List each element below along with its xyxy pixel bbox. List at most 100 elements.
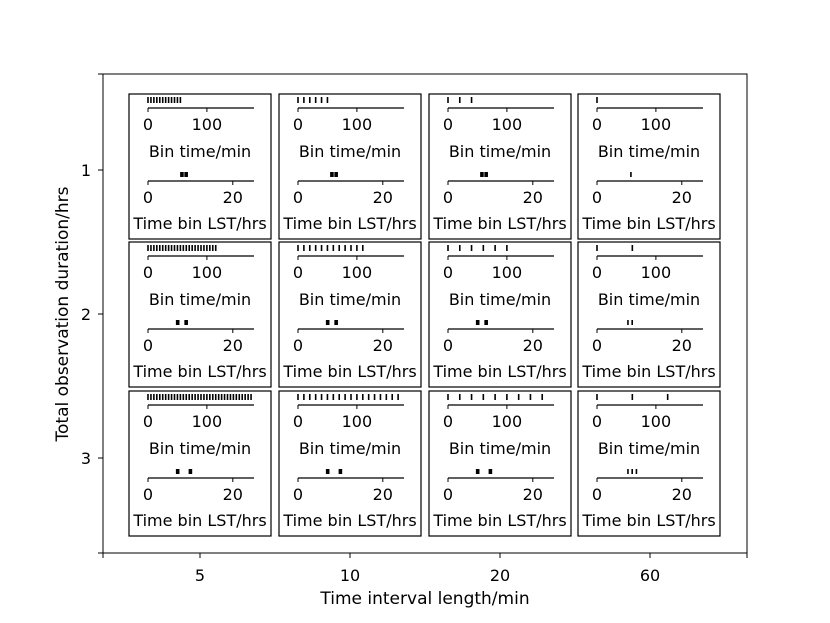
bin-time-tick-label: 100 [342,115,373,134]
lst-axis-label: Time bin LST/hrs [432,214,566,233]
lst-tick-label: 20 [523,188,543,207]
subplot-frame [128,241,272,388]
lst-axis-label: Time bin LST/hrs [432,511,566,530]
subplot-frame [577,390,721,537]
subplot-frame [128,390,272,537]
subplot-frame [577,241,721,388]
lst-tick-label: 20 [373,485,393,504]
lst-tick-label: 0 [293,336,303,355]
lst-axis-label: Time bin LST/hrs [132,362,266,381]
bin-time-tick-label: 0 [443,263,453,282]
x-axis-label: Time interval length/min [319,589,529,609]
lst-axis-label: Time bin LST/hrs [581,214,715,233]
bin-time-tick-label: 100 [192,412,223,431]
bin-time-tick-label: 0 [293,263,303,282]
x-tick-label: 20 [490,566,510,585]
bin-time-tick-label: 100 [342,263,373,282]
bin-time-axis-label: Bin time/min [299,142,401,161]
lst-tick-label: 0 [143,188,153,207]
bin-time-tick-label: 100 [192,263,223,282]
bin-time-tick-label: 0 [143,263,153,282]
lst-tick-label: 20 [672,485,692,504]
lst-tick-label: 20 [223,188,243,207]
lst-tick-label: 0 [592,485,602,504]
x-tick-label: 10 [340,566,360,585]
bin-time-tick-label: 0 [293,412,303,431]
lst-tick-label: 0 [443,188,453,207]
y-tick-label: 1 [81,161,91,180]
lst-axis-label: Time bin LST/hrs [432,362,566,381]
bin-time-tick-label: 100 [641,263,672,282]
lst-tick-label: 20 [223,336,243,355]
lst-tick-label: 0 [592,188,602,207]
bin-time-tick-label: 0 [443,115,453,134]
bin-time-axis-label: Bin time/min [299,290,401,309]
y-tick-label: 2 [81,305,91,324]
bin-time-tick-label: 100 [492,412,523,431]
lst-tick-label: 0 [443,336,453,355]
bin-time-tick-label: 100 [641,115,672,134]
lst-axis-label: Time bin LST/hrs [282,214,416,233]
lst-tick-label: 20 [373,336,393,355]
bin-time-tick-label: 0 [143,115,153,134]
lst-tick-label: 0 [592,336,602,355]
subplot-frame [577,93,721,240]
lst-tick-label: 20 [672,336,692,355]
bin-time-tick-label: 0 [293,115,303,134]
bin-time-axis-label: Bin time/min [149,439,251,458]
bin-time-axis-label: Bin time/min [598,290,700,309]
bin-time-axis-label: Bin time/min [598,439,700,458]
lst-axis-label: Time bin LST/hrs [132,214,266,233]
bin-time-axis-label: Bin time/min [449,290,551,309]
lst-tick-label: 0 [443,485,453,504]
subplot-frame [428,241,572,388]
y-axis-label: Total observation duration/hrs [53,186,73,442]
lst-axis-label: Time bin LST/hrs [282,362,416,381]
bin-time-axis-label: Bin time/min [299,439,401,458]
subplot-frame [128,93,272,240]
bin-time-tick-label: 0 [592,412,602,431]
bin-time-tick-label: 0 [443,412,453,431]
bin-time-tick-label: 100 [641,412,672,431]
bin-time-axis-label: Bin time/min [149,142,251,161]
subplot-frame [278,241,422,388]
subplot-frame [428,390,572,537]
subplot-frame [428,93,572,240]
bin-time-axis-label: Bin time/min [449,142,551,161]
bin-time-tick-label: 100 [492,263,523,282]
lst-tick-label: 20 [373,188,393,207]
lst-axis-label: Time bin LST/hrs [282,511,416,530]
bin-time-axis-label: Bin time/min [449,439,551,458]
bin-time-tick-label: 0 [592,115,602,134]
bin-time-tick-label: 0 [592,263,602,282]
lst-tick-label: 20 [223,485,243,504]
lst-tick-label: 0 [143,336,153,355]
lst-tick-label: 0 [143,485,153,504]
x-tick-label: 60 [640,566,660,585]
bin-time-tick-label: 0 [143,412,153,431]
lst-tick-label: 0 [293,188,303,207]
x-tick-label: 5 [195,566,205,585]
lst-tick-label: 0 [293,485,303,504]
lst-axis-label: Time bin LST/hrs [581,362,715,381]
subplot-frame [278,93,422,240]
lst-tick-label: 20 [523,485,543,504]
lst-tick-label: 20 [672,188,692,207]
lst-axis-label: Time bin LST/hrs [132,511,266,530]
lst-axis-label: Time bin LST/hrs [581,511,715,530]
